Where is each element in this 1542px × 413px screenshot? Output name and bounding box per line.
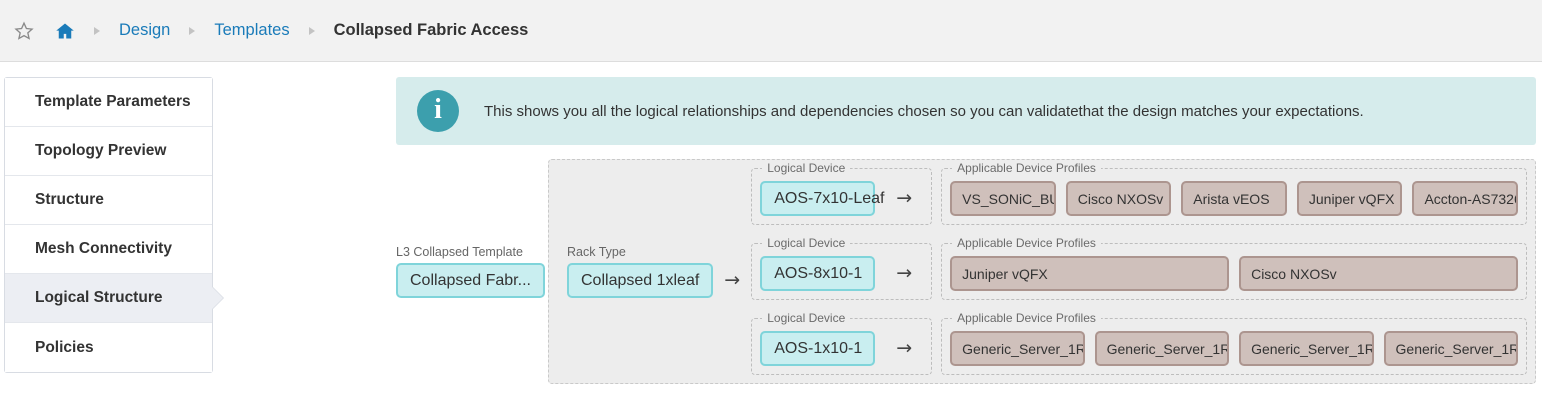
rack-type-column: Rack Type Collapsed 1xleaf → (557, 245, 751, 298)
arrow-icon: → (896, 187, 913, 209)
l3-collapsed-template-node: L3 Collapsed Template Collapsed Fabr... (396, 245, 545, 298)
logical-device-row: Logical Device AOS-7x10-Leaf → Applicabl… (751, 161, 1527, 225)
l3-collapsed-template-chip[interactable]: Collapsed Fabr... (396, 263, 545, 298)
breadcrumb-item-design[interactable]: Design (119, 21, 171, 39)
logical-device-chip[interactable]: AOS-1x10-1 (760, 331, 876, 366)
applicable-device-profiles-legend: Applicable Device Profiles (952, 161, 1101, 175)
breadcrumb-separator-icon (308, 26, 315, 35)
sidebar-item-structure[interactable]: Structure (5, 176, 212, 225)
sidebar-item-label: Mesh Connectivity (35, 240, 172, 257)
logical-device-group: Logical Device AOS-8x10-1 → (751, 236, 933, 300)
sidebar-item-logical-structure[interactable]: Logical Structure (5, 274, 212, 323)
device-profile-chip[interactable]: Generic_Server_1RU_1x1... (1094, 331, 1230, 366)
applicable-device-profiles-legend: Applicable Device Profiles (952, 311, 1101, 325)
sidebar-item-template-parameters[interactable]: Template Parameters (5, 78, 212, 127)
device-profile-chip[interactable]: Arista vEOS (1181, 181, 1287, 216)
sidebar-item-mesh-connectivity[interactable]: Mesh Connectivity (5, 225, 212, 274)
breadcrumb-bar: Design Templates Collapsed Fabric Access (0, 0, 1542, 62)
sidebar-item-label: Template Parameters (35, 93, 191, 110)
sidebar-item-label: Policies (35, 338, 94, 356)
sidebar-item-label: Topology Preview (35, 142, 167, 159)
arrow-icon: → (724, 268, 741, 291)
sidebar-item-label: Logical Structure (35, 289, 163, 306)
device-profile-chip[interactable]: Generic_Server_1RU_1x1... (1239, 331, 1374, 366)
logical-device-row: Logical Device AOS-8x10-1 → Applicable D… (751, 236, 1527, 300)
l3-collapsed-template-column: L3 Collapsed Template Collapsed Fabr... … (396, 159, 572, 384)
device-profile-chip[interactable]: Cisco NXOSv (1065, 181, 1172, 216)
rack-type-label: Rack Type (567, 245, 626, 259)
main-content: i This shows you all the logical relatio… (213, 62, 1542, 384)
logical-device-legend: Logical Device (762, 236, 851, 250)
page-title: Collapsed Fabric Access (333, 21, 529, 39)
rack-type-node: Rack Type Collapsed 1xleaf (567, 245, 714, 298)
device-profile-chip[interactable]: Generic_Server_1RU_1x1... (950, 331, 1085, 366)
page-body: Template Parameters Topology Preview Str… (0, 62, 1542, 413)
device-profile-chip[interactable]: Generic_Server_1RU_1x1... (1383, 331, 1519, 366)
breadcrumb-separator-icon (189, 26, 196, 35)
logical-structure-diagram: L3 Collapsed Template Collapsed Fabr... … (396, 159, 1536, 384)
l3-collapsed-template-label: L3 Collapsed Template (396, 245, 523, 259)
sidebar-item-label: Structure (35, 191, 104, 208)
logical-device-row: Logical Device AOS-1x10-1 → Applicable D… (751, 311, 1527, 375)
device-profile-chip[interactable]: VS_SONiC_BUZZN... (950, 181, 1056, 216)
info-banner-text: This shows you all the logical relations… (484, 102, 1364, 120)
home-icon[interactable] (55, 21, 75, 41)
applicable-device-profiles-group: Applicable Device Profiles Juniper vQFX … (941, 236, 1527, 300)
device-profile-chip[interactable]: Cisco NXOSv (1239, 256, 1519, 291)
applicable-device-profiles-group: Applicable Device Profiles Generic_Serve… (941, 311, 1527, 375)
arrow-icon: → (896, 337, 913, 359)
sidebar-nav: Template Parameters Topology Preview Str… (4, 77, 213, 373)
logical-device-group: Logical Device AOS-7x10-Leaf → (751, 161, 933, 225)
rack-type-chip[interactable]: Collapsed 1xleaf (567, 263, 714, 298)
favorite-star-icon[interactable] (14, 21, 34, 41)
info-banner: i This shows you all the logical relatio… (396, 77, 1536, 145)
logical-device-chip[interactable]: AOS-8x10-1 (760, 256, 876, 291)
applicable-device-profiles-group: Applicable Device Profiles VS_SONiC_BUZZ… (941, 161, 1527, 225)
logical-device-group: Logical Device AOS-1x10-1 → (751, 311, 933, 375)
applicable-device-profiles-legend: Applicable Device Profiles (952, 236, 1101, 250)
logical-device-chip[interactable]: AOS-7x10-Leaf (760, 181, 885, 216)
device-profile-chip[interactable]: Juniper vQFX (950, 256, 1230, 291)
breadcrumb-item-templates[interactable]: Templates (214, 21, 290, 39)
device-profile-chip[interactable]: Accton-AS7326-5... (1412, 181, 1519, 216)
rack-type-group: Rack Type Collapsed 1xleaf → Logical Dev… (548, 159, 1536, 384)
logical-device-legend: Logical Device (762, 161, 851, 175)
logical-device-rows: Logical Device AOS-7x10-Leaf → Applicabl… (751, 161, 1527, 375)
sidebar-item-topology-preview[interactable]: Topology Preview (5, 127, 212, 176)
info-icon: i (417, 90, 459, 132)
logical-device-legend: Logical Device (762, 311, 851, 325)
device-profile-chip[interactable]: Juniper vQFX (1296, 181, 1403, 216)
arrow-icon: → (896, 262, 913, 284)
breadcrumb-separator-icon (94, 26, 100, 35)
sidebar-item-policies[interactable]: Policies (5, 323, 212, 372)
